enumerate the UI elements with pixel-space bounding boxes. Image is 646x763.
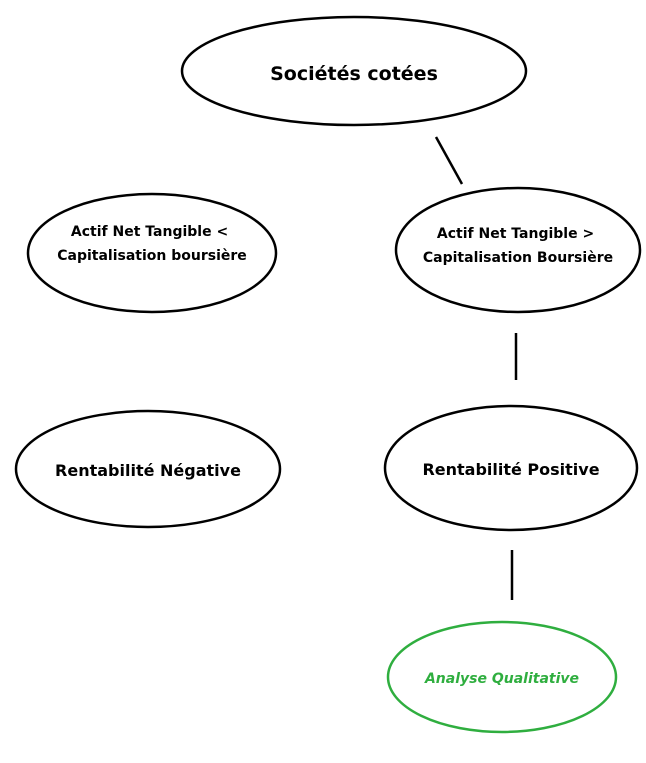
connector-listed-to-above xyxy=(434,136,464,185)
node-nta-below-cap-line-1: Actif Net Tangible < xyxy=(71,224,228,240)
node-nta-below-cap: Actif Net Tangible < Capitalisation bour… xyxy=(26,192,278,314)
node-nta-below-cap-ellipse xyxy=(26,192,278,314)
node-listed-companies-label: Sociétés cotées xyxy=(270,63,438,85)
node-positive-profitability: Rentabilité Positive xyxy=(383,404,639,532)
node-negative-profitability: Rentabilité Négative xyxy=(14,409,282,529)
node-nta-above-cap-line-1: Actif Net Tangible > xyxy=(437,226,594,242)
node-qualitative-analysis: Analyse Qualitative xyxy=(386,620,618,734)
node-qualitative-analysis-label: Analyse Qualitative xyxy=(424,671,579,687)
node-nta-below-cap-label: Actif Net Tangible < Capitalisation bour… xyxy=(57,224,247,264)
node-listed-companies-line-1: Sociétés cotées xyxy=(270,63,438,85)
node-negative-profitability-label: Rentabilité Négative xyxy=(55,461,241,480)
node-nta-above-cap-line-2: Capitalisation Boursière xyxy=(423,250,613,266)
node-negative-profitability-ellipse xyxy=(14,409,282,529)
node-qualitative-analysis-ellipse xyxy=(386,620,618,734)
node-listed-companies: Sociétés cotées xyxy=(180,15,528,127)
node-negative-profitability-line-1: Rentabilité Négative xyxy=(55,461,241,480)
node-nta-above-cap-ellipse xyxy=(394,186,642,314)
node-nta-above-cap-label: Actif Net Tangible > Capitalisation Bour… xyxy=(423,226,613,266)
node-positive-profitability-line-1: Rentabilité Positive xyxy=(422,460,599,479)
node-nta-above-cap: Actif Net Tangible > Capitalisation Bour… xyxy=(394,186,642,314)
node-listed-companies-ellipse xyxy=(180,15,528,127)
node-positive-profitability-ellipse xyxy=(383,404,639,532)
node-positive-profitability-label: Rentabilité Positive xyxy=(422,460,599,479)
node-qualitative-analysis-line-1: Analyse Qualitative xyxy=(424,671,579,687)
node-nta-below-cap-line-2: Capitalisation boursière xyxy=(57,248,247,264)
